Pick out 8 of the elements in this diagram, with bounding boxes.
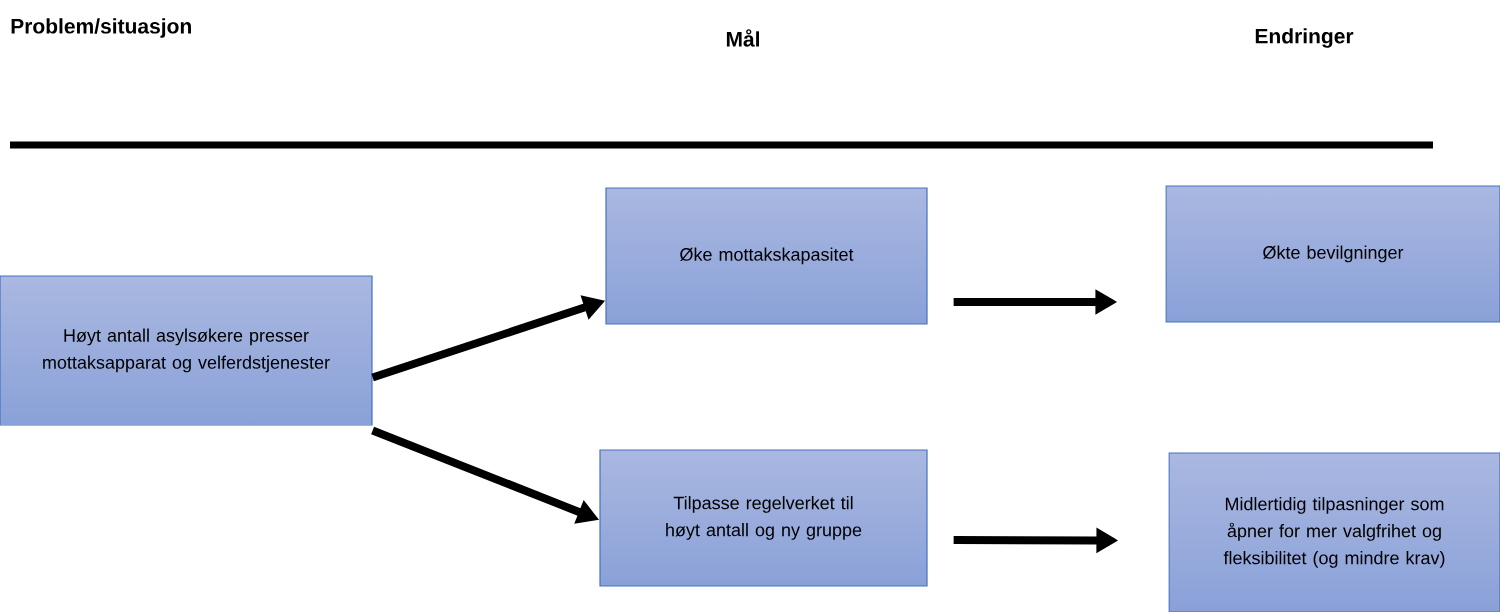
process-box: Øke mottakskapasitet <box>605 187 928 325</box>
column-heading: Mål <box>726 29 759 47</box>
process-box: Tilpasse regelverket til høyt antall og ny gruppe <box>599 449 928 587</box>
process-box: Midlertidig tilpasninger som åpner for mer valgfrihet og fleksibilitet (og mindre krav) <box>1168 452 1500 612</box>
column-heading: Endringer <box>1255 28 1354 48</box>
column-heading: Problem/situasjon <box>11 18 191 38</box>
process-box: Høyt antall asylsøkere presser mottaksapparat og velferdstjenester <box>0 275 373 426</box>
process-box: Økte bevilgninger <box>1165 185 1500 323</box>
